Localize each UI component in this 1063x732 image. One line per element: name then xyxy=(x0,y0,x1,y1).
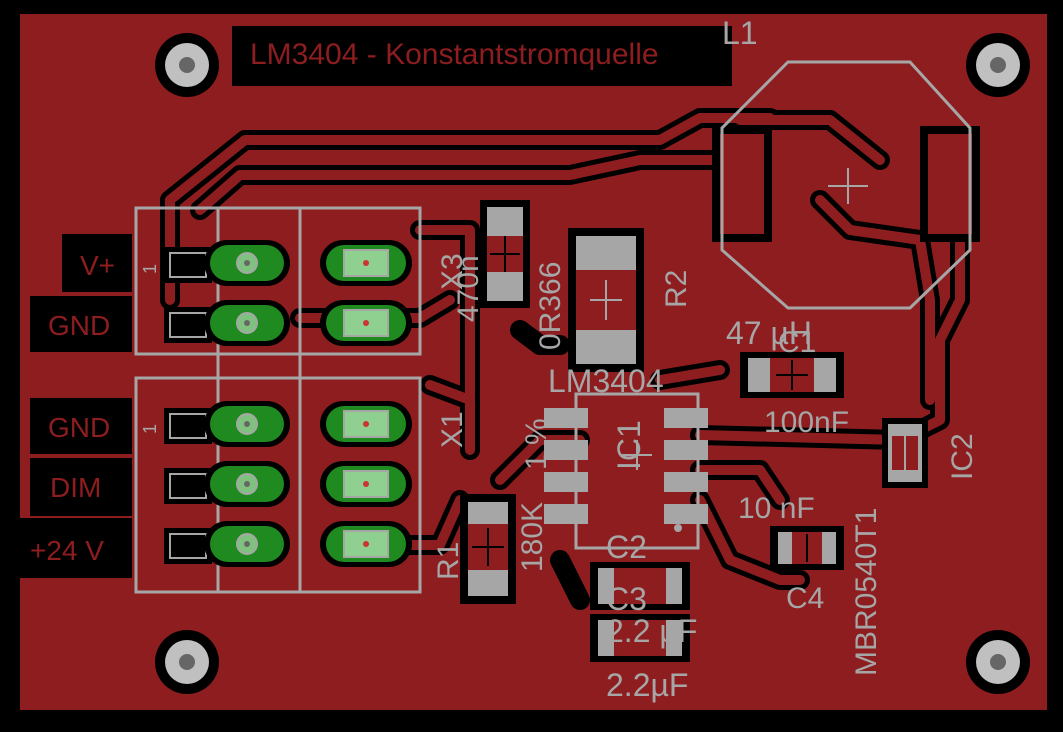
capacitor-c4 xyxy=(770,526,844,570)
x3-label: X3 xyxy=(436,253,469,290)
label-dim: DIM xyxy=(50,472,101,503)
mounting-hole-tl xyxy=(155,33,219,97)
pin1-marks: 1 1 xyxy=(140,264,160,434)
r1-tolerance: 1 % xyxy=(520,418,553,470)
capacitor-470n-value: 470n xyxy=(452,255,485,322)
c4-value: 10 nF xyxy=(738,492,815,525)
ic1-lm3404 xyxy=(544,392,708,550)
l1-label: L1 xyxy=(722,15,758,51)
x1-label: X1 xyxy=(436,411,469,448)
label-vplus: V+ xyxy=(80,250,115,281)
r2-label: R2 xyxy=(660,270,693,308)
board-title: LM3404 - Konstantstromquelle xyxy=(250,38,659,71)
pad-2-2 xyxy=(320,300,412,346)
connector-labels: V+ GND GND DIM +24 V xyxy=(30,250,115,566)
diode-ic2 xyxy=(882,418,928,488)
ic2-value: MBR0540T1 xyxy=(850,508,883,676)
c4-label: C4 xyxy=(786,582,824,615)
pad-2-5 xyxy=(320,521,412,567)
mounting-hole-br xyxy=(966,630,1030,694)
mounting-hole-tr xyxy=(966,33,1030,97)
resistor-r1 xyxy=(460,494,516,604)
pin1-mark-x1: 1 xyxy=(140,424,160,434)
c1-value: 100nF xyxy=(764,406,849,439)
label-24v: +24 V xyxy=(30,535,104,566)
pad-2-3 xyxy=(320,401,412,447)
pad-1-4 xyxy=(204,461,290,507)
shunt-value: 0R366 xyxy=(534,262,567,350)
pad-1-5 xyxy=(204,521,290,567)
c3-label: C3 xyxy=(606,581,647,617)
pad-2-1 xyxy=(320,240,412,286)
pads-column-1 xyxy=(204,240,290,567)
pad-1-2 xyxy=(204,300,290,346)
pin1-mark-x3: 1 xyxy=(140,264,160,274)
l1-value: 47 µH xyxy=(726,315,812,351)
label-gnd-2: GND xyxy=(48,412,110,443)
c2-value: 2.2 µF xyxy=(606,613,697,649)
pad-1-1 xyxy=(204,240,290,286)
pad-1-3 xyxy=(204,401,290,447)
capacitor-c2 xyxy=(590,562,690,610)
title-cutout xyxy=(232,26,732,86)
capacitor-c1 xyxy=(740,352,844,398)
connector-label-cutouts xyxy=(20,234,132,578)
capacitor-470n xyxy=(480,200,530,308)
c1-label: C1 xyxy=(778,326,816,359)
pad-2-4 xyxy=(320,461,412,507)
capacitor-c3 xyxy=(590,614,690,662)
ic1-value: LM3404 xyxy=(548,363,664,399)
mounting-hole-bl xyxy=(155,630,219,694)
ic2-label: IC2 xyxy=(946,433,979,480)
copper-pour xyxy=(20,14,1047,710)
r1-label: R1 xyxy=(432,542,465,580)
resistor-r2 xyxy=(568,228,644,372)
r1-value: 180K xyxy=(516,502,549,572)
c3-value: 2.2µF xyxy=(606,667,688,703)
inductor-l1 xyxy=(712,60,980,310)
mounting-holes xyxy=(155,33,1030,694)
c2-label: C2 xyxy=(606,529,647,565)
label-gnd-1: GND xyxy=(48,310,110,341)
ic1-label: IC1 xyxy=(611,420,647,470)
pads-column-2 xyxy=(320,240,412,567)
